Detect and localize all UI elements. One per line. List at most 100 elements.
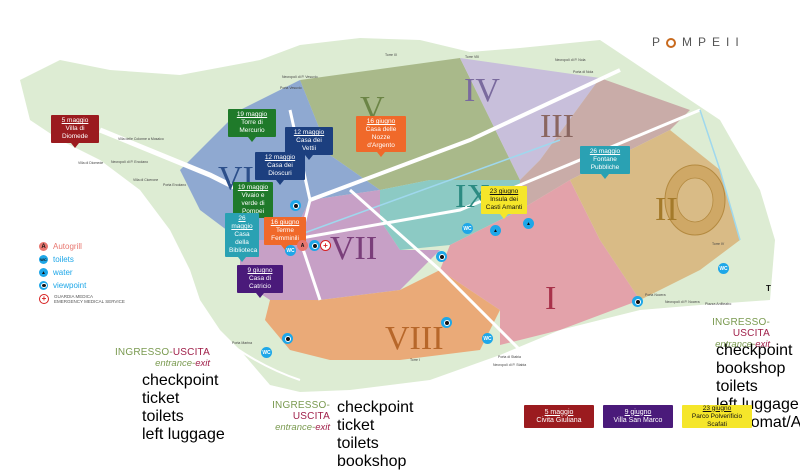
legend-item-autogrill: A Autogrill — [39, 240, 125, 253]
callout-place: Casa della Biblioteca — [229, 231, 258, 254]
entrance-title: INGRESSO-USCITA — [272, 400, 330, 422]
site-date: 9 giugno — [624, 408, 652, 416]
callout-casa-dioscuri[interactable]: 12 maggio Casa dei Dioscuri — [255, 152, 305, 185]
label-porta-stabia: Porta di Stabia — [498, 355, 521, 359]
viewpoint-icon[interactable] — [282, 333, 293, 344]
region-label-vii: VII — [330, 230, 378, 267]
label-villa-diomede: Villa di Diomede — [78, 161, 104, 165]
legend-medical-text: GUARDIA MEDICA EMERGENCY MEDICAL SERVICE — [54, 294, 125, 304]
entrance-piazza-anfiteatro: INGRESSO-USCITA entrance-exit — [690, 317, 770, 350]
logo-text-rest: MPEII — [682, 35, 745, 49]
label-torre-iv: Torre IV — [712, 242, 725, 246]
label-necropoli-stabia: Necropoli di P. Stabia — [493, 363, 527, 367]
medical-title: GUARDIA MEDICA — [54, 293, 94, 299]
external-site-parco-polverificio[interactable]: 23 giugno Parco Polverificio Scafati — [682, 405, 752, 428]
logo-text-p: P — [652, 35, 667, 49]
toilets-icon[interactable]: WC — [462, 223, 473, 234]
callout-casa-biblioteca[interactable]: 26 maggio Casa della Biblioteca — [225, 213, 259, 262]
entrance-porta-marina: INGRESSO-USCITA entrance-exit — [108, 347, 210, 369]
service-item: ticket — [142, 390, 180, 407]
medical-subtitle: EMERGENCY MEDICAL SERVICE — [54, 298, 125, 304]
label-villa-mosaici: Villa delle Colonne a Mosaico — [118, 137, 164, 141]
region-viii — [265, 270, 500, 360]
entrance-subtitle: entrance-exit — [155, 358, 210, 369]
logo-o-icon — [666, 38, 677, 48]
callout-date: 16 giugno — [366, 118, 396, 125]
toilets-icon[interactable]: WC — [261, 347, 272, 358]
viewpoint-icon[interactable] — [632, 296, 643, 307]
region-label-i: I — [545, 280, 557, 317]
site-date: 23 giugno — [702, 404, 732, 412]
legend-label: Autogrill — [53, 242, 82, 251]
label-necropoli-ercolano: Necropoli di P. Ercolano — [111, 160, 149, 164]
toilets-icon: WC — [39, 255, 48, 264]
autogrill-icon: A — [39, 242, 48, 251]
pompeii-map — [20, 38, 775, 392]
legend: A Autogrill WC toilets ▲ water viewpoint… — [39, 240, 125, 305]
callout-torre-mercurio[interactable]: 19 maggio Torre di Mercurio — [228, 109, 276, 142]
label-necropoli-vesuvio: Necropoli di P. Vesuvio — [282, 75, 318, 79]
callout-place: Casa dei Vettii — [296, 137, 322, 152]
region-label-iii: III — [540, 108, 574, 145]
viewpoint-icon[interactable] — [309, 240, 320, 251]
viewpoint-icon[interactable] — [290, 200, 301, 211]
callout-vivaio[interactable]: 19 maggio Vivaio e verde di Pompei — [233, 182, 273, 223]
service-item: toilets — [142, 408, 184, 425]
callout-fontane[interactable]: 26 maggio Fontane Pubbliche — [580, 146, 630, 179]
callout-place: Casa dei Dioscuri — [267, 162, 293, 177]
medical-cross-icon[interactable]: + — [320, 240, 331, 251]
region-label-viii: VIII — [385, 320, 444, 357]
callout-villa-diomede[interactable]: 5 maggio Villa di Diomede — [51, 115, 99, 148]
site-place: Parco Polverificio Scafati — [691, 412, 743, 428]
entrance-title: INGRESSO-USCITA — [712, 317, 770, 339]
viewpoint-icon — [39, 281, 48, 290]
t-marker: T — [766, 284, 771, 293]
label-porta-nola: Porta di Nola — [573, 70, 594, 74]
callout-place: Villa di Diomede — [61, 125, 88, 140]
legend-label: viewpoint — [53, 281, 87, 290]
external-site-villa-san-marco[interactable]: 9 giugno Villa San Marco — [603, 405, 673, 428]
callout-date: 5 maggio — [61, 117, 89, 124]
callout-date: 23 giugno — [489, 188, 519, 195]
label-porta-ercolano: Porta Ercolano — [163, 183, 187, 187]
service-item: checkpoint — [716, 342, 793, 359]
callout-date: 12 maggio — [293, 129, 325, 136]
callout-casti-amanti[interactable]: 23 giugno Insula dei Casti Amanti — [481, 186, 527, 219]
callout-casa-catricio[interactable]: 9 giugno Casa di Catricio — [237, 265, 283, 298]
region-label-iv: IV — [464, 72, 500, 109]
callout-place: Fontane Pubbliche — [590, 156, 620, 171]
toilets-icon[interactable]: WC — [482, 333, 493, 344]
region-iii — [520, 78, 690, 210]
label-necropoli-nocera: Necropoli di P. Nocera — [665, 300, 700, 304]
toilets-icon[interactable]: WC — [718, 263, 729, 274]
entrance-piazza-anfiteatro-services: checkpoint bookshop toilets left luggage… — [716, 342, 800, 432]
autogrill-icon[interactable]: A — [297, 240, 308, 251]
water-icon[interactable] — [490, 225, 501, 236]
toilets-icon[interactable]: WC — [285, 245, 296, 256]
service-item: bookshop — [716, 360, 786, 377]
callout-date: 19 maggio — [236, 111, 268, 118]
label-porta-nocera: Porta Nocera — [645, 293, 666, 297]
callout-date: 26 maggio — [589, 148, 621, 155]
label-torre-i: Torre I — [410, 358, 420, 362]
legend-label: water — [53, 268, 73, 277]
service-item: left luggage — [142, 426, 225, 443]
viewpoint-icon[interactable] — [436, 251, 447, 262]
entrance-subtitle: entrance-exit — [275, 422, 330, 433]
external-site-civita-giuliana[interactable]: 5 maggio Civita Giuliana — [524, 405, 594, 428]
service-item: checkpoint — [337, 399, 414, 416]
callout-date: 9 giugno — [247, 267, 273, 274]
entrance-piazza-esedra-services: checkpoint ticket toilets bookshop — [337, 399, 414, 471]
service-item: ticket — [337, 417, 375, 434]
legend-item-viewpoint: viewpoint — [39, 279, 125, 292]
service-item: toilets — [716, 378, 758, 395]
viewpoint-icon[interactable] — [441, 317, 452, 328]
callout-casa-vettii[interactable]: 12 maggio Casa dei Vettii — [285, 127, 333, 160]
label-torre-viii: Torre VIII — [465, 55, 480, 59]
callout-nozze-argento[interactable]: 16 giugno Casa delle Nozze d'Argento — [356, 116, 406, 157]
callout-date: 26 maggio — [231, 215, 253, 230]
water-icon[interactable] — [523, 218, 534, 229]
legend-item-water: ▲ water — [39, 266, 125, 279]
service-item: checkpoint — [142, 372, 219, 389]
callout-date: 16 giugno — [270, 219, 300, 226]
